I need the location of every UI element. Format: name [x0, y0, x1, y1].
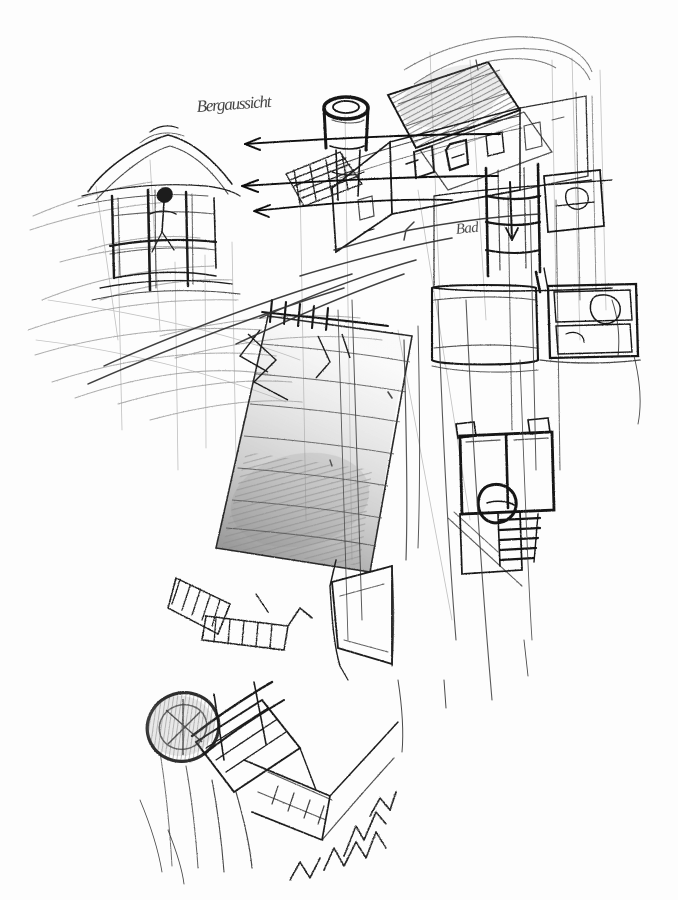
sight-lines — [87, 213, 541, 385]
bathroom-plan — [433, 162, 613, 292]
misc-details — [139, 59, 641, 885]
garden-wall — [243, 721, 399, 842]
pencil-smudge — [146, 64, 505, 756]
awning-sail — [329, 559, 395, 681]
pergola-pavilion — [77, 125, 241, 301]
terrace-deck — [215, 298, 413, 573]
furniture-plan — [430, 91, 641, 471]
vertical-structure-lines — [337, 199, 537, 701]
exterior-stair — [167, 576, 313, 651]
water-zigzag — [289, 791, 397, 881]
view-arrows — [241, 133, 501, 218]
view-arrow-1 — [244, 133, 501, 151]
view-arrow-2 — [241, 175, 499, 193]
stair-plan — [447, 417, 556, 587]
lower-deck-structure — [159, 680, 317, 873]
construction-lines — [35, 51, 607, 621]
tree-canopy — [145, 691, 221, 763]
view-arrow-3 — [253, 198, 453, 218]
